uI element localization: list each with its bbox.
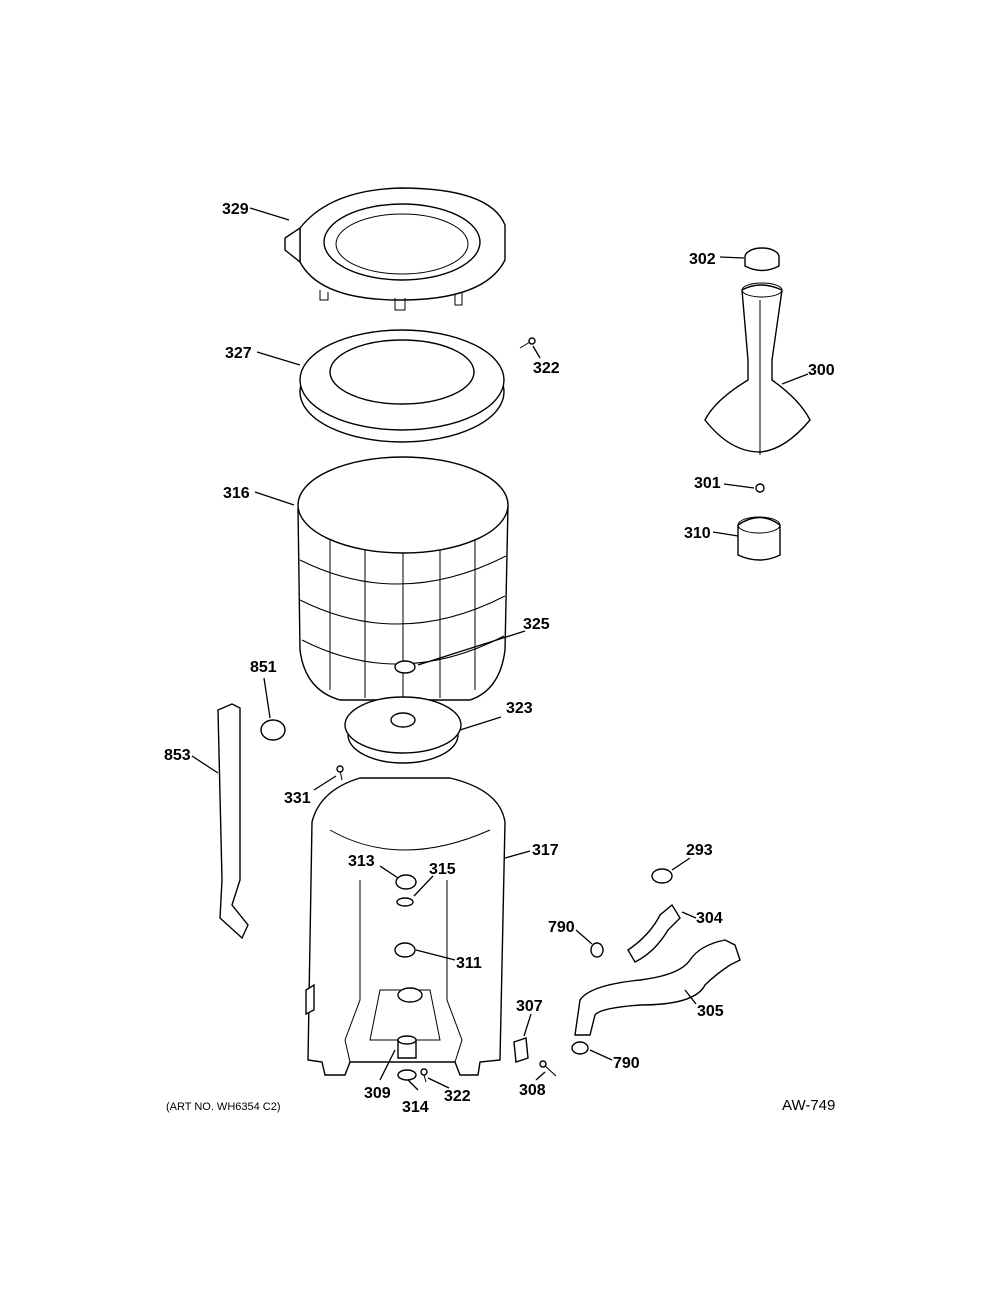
label-790-lower: 790 xyxy=(613,1055,640,1072)
part-302-cap xyxy=(744,247,780,272)
label-309: 309 xyxy=(364,1085,391,1102)
label-307: 307 xyxy=(516,998,543,1015)
label-302: 302 xyxy=(689,251,716,268)
leader-lines xyxy=(191,207,809,1091)
label-325: 325 xyxy=(523,616,550,633)
label-327: 327 xyxy=(225,345,252,362)
label-300: 300 xyxy=(808,362,835,379)
label-313: 313 xyxy=(348,853,375,870)
label-308: 308 xyxy=(519,1082,546,1099)
label-322-lower: 322 xyxy=(444,1088,471,1105)
part-307-bracket xyxy=(513,1037,529,1063)
label-305: 305 xyxy=(697,1003,724,1020)
label-293: 293 xyxy=(686,842,713,859)
part-323-hub-plate xyxy=(344,696,462,764)
label-314: 314 xyxy=(402,1099,429,1116)
label-310: 310 xyxy=(684,525,711,542)
label-311: 311 xyxy=(456,955,482,972)
label-851: 851 xyxy=(250,659,277,676)
part-308-screw xyxy=(539,1060,557,1077)
label-322-upper: 322 xyxy=(533,360,560,377)
part-316-basket xyxy=(297,456,509,701)
label-331: 331 xyxy=(284,790,311,807)
label-304: 304 xyxy=(696,910,723,927)
label-329: 329 xyxy=(222,201,249,218)
part-853-tube xyxy=(217,703,249,940)
diagram-code: AW-749 xyxy=(782,1097,835,1114)
label-315: 315 xyxy=(429,861,456,878)
part-329-tub-cover xyxy=(284,187,506,311)
part-790-clamp-upper xyxy=(590,942,604,958)
part-300-agitator xyxy=(704,282,811,455)
part-310-coupler xyxy=(737,516,781,561)
part-322-screw-lower xyxy=(420,1068,428,1083)
part-304-hose xyxy=(627,903,681,963)
part-305-hose xyxy=(574,939,741,1036)
label-853: 853 xyxy=(164,747,191,764)
callout-labels: 329 327 322 316 325 851 853 323 331 317 … xyxy=(164,201,835,1116)
part-331-screw xyxy=(336,765,344,781)
part-301-screw xyxy=(755,483,765,493)
part-317-outer-tub xyxy=(305,777,506,1076)
part-322-screw xyxy=(519,337,536,349)
label-323: 323 xyxy=(506,700,533,717)
label-316: 316 xyxy=(223,485,250,502)
art-number: (ART NO. WH6354 C2) xyxy=(166,1101,281,1113)
part-314-washer xyxy=(397,1069,417,1081)
label-301: 301 xyxy=(694,475,721,492)
part-327-balance-ring xyxy=(299,329,505,443)
part-293-clamp xyxy=(651,868,673,884)
label-790-upper: 790 xyxy=(548,919,575,936)
part-851-cap xyxy=(260,719,286,741)
part-309-pump-port xyxy=(397,1035,417,1059)
part-790-clamp-lower xyxy=(571,1041,589,1055)
label-317: 317 xyxy=(532,842,559,859)
